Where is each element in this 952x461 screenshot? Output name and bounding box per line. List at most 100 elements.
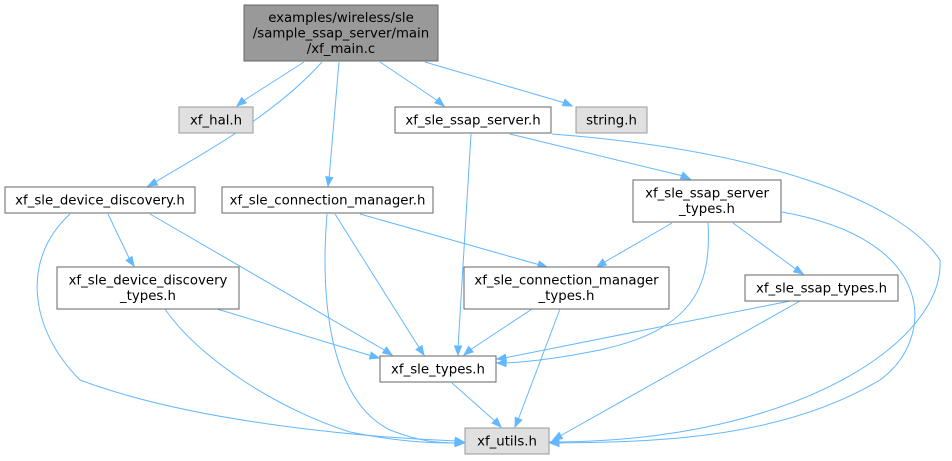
node-box[interactable] <box>463 266 670 310</box>
edge-device_discovery-to-utils <box>36 213 466 445</box>
edge-ssap_server-to-ssap_server_types <box>509 133 692 180</box>
node-label: xf_sle_connection_manager.h <box>230 193 426 208</box>
node-xf-hal[interactable]: xf_hal.h <box>178 106 254 134</box>
node-label: /xf_main.c <box>307 42 375 57</box>
edges-layer <box>36 61 941 448</box>
nodes-layer: examples/wireless/sle/sample_ssap_server… <box>4 4 899 455</box>
node-label: /sample_ssap_server/main <box>253 26 429 41</box>
edge-arrowhead <box>146 177 159 187</box>
edge-sle_types-to-utils <box>451 382 502 428</box>
edge-line <box>503 222 709 364</box>
edge-arrowhead <box>453 345 463 357</box>
node-utils[interactable]: xf_utils.h <box>464 427 550 455</box>
edge-line <box>503 300 791 359</box>
edge-arrowhead <box>325 175 334 188</box>
node-box[interactable] <box>243 4 439 62</box>
edge-arrowhead <box>368 351 381 360</box>
edge-root-to-string <box>424 61 574 107</box>
edge-line <box>469 308 533 351</box>
node-box[interactable] <box>632 179 782 223</box>
edge-arrowhead <box>679 171 692 180</box>
edge-line <box>517 308 561 421</box>
edge-arrowhead <box>561 98 574 107</box>
edge-arrowhead <box>491 417 502 428</box>
edge-arrowhead <box>462 345 475 356</box>
edge-connection_manager-to-sle_types <box>334 213 425 357</box>
node-box[interactable] <box>56 266 240 310</box>
edge-line <box>107 213 131 261</box>
edge-line <box>457 133 472 349</box>
edge-arrowhead <box>125 255 135 268</box>
edge-line <box>359 213 541 266</box>
edge-arrowhead <box>514 416 523 429</box>
edge-device_discovery-to-device_discovery_types <box>107 213 135 268</box>
node-device-discovery-types[interactable]: xf_sle_device_discovery_types.h <box>56 266 240 310</box>
edge-line <box>149 213 387 352</box>
node-box[interactable] <box>464 427 550 455</box>
node-root[interactable]: examples/wireless/sle/sample_ssap_server… <box>243 4 439 62</box>
edge-line <box>451 382 497 423</box>
edge-line <box>556 211 916 444</box>
node-device-discovery[interactable]: xf_sle_device_discovery.h <box>4 186 196 214</box>
node-label: xf_sle_device_discovery <box>69 274 228 289</box>
edge-line <box>242 61 305 102</box>
node-label: xf_sle_types.h <box>391 362 485 377</box>
node-label: xf_sle_ssap_server <box>645 187 769 202</box>
edge-line <box>216 308 373 357</box>
edge-line <box>602 222 673 264</box>
node-connection-manager[interactable]: xf_sle_connection_manager.h <box>221 186 434 214</box>
edge-line <box>424 61 566 104</box>
node-label: examples/wireless/sle <box>268 11 414 26</box>
edge-arrowhead <box>548 438 560 448</box>
node-ssap-server-types[interactable]: xf_sle_ssap_server_types.h <box>632 179 782 223</box>
edge-connection_manager-to-utils <box>324 213 466 448</box>
edge-arrowhead <box>433 96 446 107</box>
edge-ssap_types-to-utils <box>551 300 801 441</box>
edge-line <box>153 61 323 184</box>
edge-line <box>509 133 684 177</box>
edge-line <box>559 300 801 437</box>
edge-root-to-connection_manager <box>325 61 340 188</box>
edge-line <box>379 61 439 102</box>
node-label: xf_hal.h <box>190 113 242 128</box>
edge-ssap_server-to-sle_types <box>453 133 472 357</box>
node-box[interactable] <box>221 186 434 214</box>
node-box[interactable] <box>575 106 648 134</box>
edge-connection_manager-to-connection_manager_types <box>359 213 549 269</box>
edge-line <box>334 213 421 350</box>
edge-arrowhead <box>595 258 608 268</box>
node-label: xf_sle_ssap_server.h <box>405 113 540 128</box>
edge-root-to-xf_hal <box>235 61 305 107</box>
node-label: string.h <box>586 113 637 128</box>
edge-root-to-ssap_server <box>379 61 446 107</box>
edge-ssap_server_types-to-utils <box>548 211 916 448</box>
node-label: _types.h <box>678 202 735 217</box>
node-box[interactable] <box>379 355 497 383</box>
edge-line <box>164 308 458 444</box>
edge-line <box>324 213 458 444</box>
node-sle-types[interactable]: xf_sle_types.h <box>379 355 497 383</box>
edge-arrowhead <box>381 346 394 356</box>
edge-connection_manager_types-to-utils <box>514 308 561 429</box>
node-box[interactable] <box>178 106 254 134</box>
node-label: xf_sle_device_discovery.h <box>15 193 185 208</box>
node-ssap-types[interactable]: xf_sle_ssap_types.h <box>744 274 899 302</box>
node-label: xf_sle_connection_manager <box>474 274 659 289</box>
node-string[interactable]: string.h <box>575 106 648 134</box>
edge-ssap_server_types-to-connection_manager_types <box>595 222 673 268</box>
edge-device_discovery_types-to-sle_types <box>216 308 381 360</box>
edge-line <box>36 213 458 442</box>
node-label: xf_utils.h <box>477 434 537 449</box>
node-box[interactable] <box>394 106 552 134</box>
edge-arrowhead <box>415 344 425 357</box>
node-label: _types.h <box>538 289 595 304</box>
node-box[interactable] <box>744 274 899 302</box>
edge-device_discovery_types-to-utils <box>164 308 466 448</box>
edge-line <box>551 133 941 443</box>
node-connection-manager-types[interactable]: xf_sle_connection_manager_types.h <box>463 266 670 310</box>
node-box[interactable] <box>4 186 196 214</box>
edge-arrowhead <box>454 438 466 448</box>
node-ssap-server[interactable]: xf_sle_ssap_server.h <box>394 106 552 134</box>
edge-arrowhead <box>235 96 248 107</box>
